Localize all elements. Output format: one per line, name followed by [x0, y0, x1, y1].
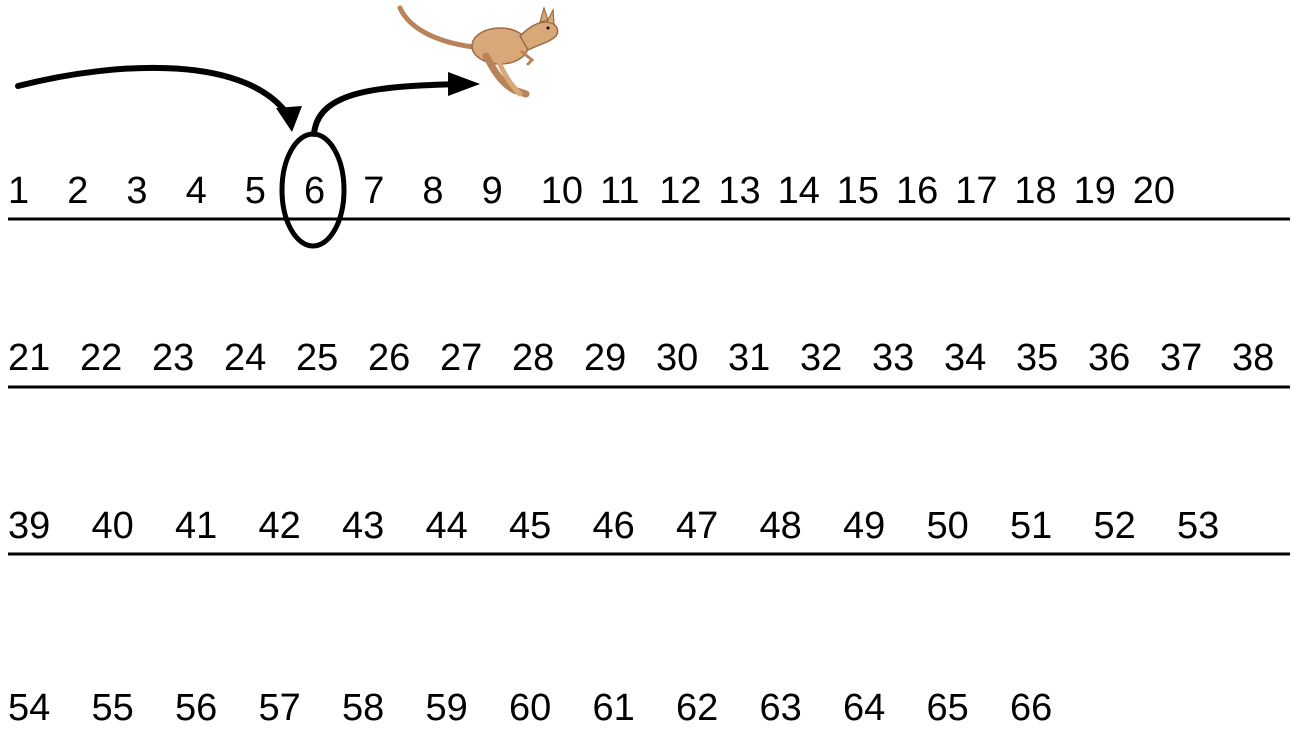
- number-row: 39 40 41 42 43 44 45 46 47 48 49 50 51 52 53: [8, 505, 1290, 556]
- number-label: 65: [927, 687, 969, 729]
- number-label: 26: [368, 337, 410, 379]
- number-label: 55: [92, 687, 134, 729]
- number-label: 66: [1010, 687, 1052, 729]
- number-label: 35: [1016, 337, 1058, 379]
- number-label: 29: [584, 337, 626, 379]
- number-label: 24: [224, 337, 266, 379]
- number-label: 52: [1094, 505, 1136, 547]
- number-label: 17: [955, 170, 997, 212]
- number-label: 33: [872, 337, 914, 379]
- number-label: 12: [659, 170, 701, 212]
- number-label: 47: [676, 505, 718, 547]
- number-label: 48: [760, 505, 802, 547]
- number-label: 22: [80, 337, 122, 379]
- number-label: 3: [126, 170, 147, 212]
- number-label: 10: [541, 170, 583, 212]
- number-label: 38: [1232, 337, 1274, 379]
- number-label: 30: [656, 337, 698, 379]
- number-label: 9: [482, 170, 503, 212]
- number-label: 19: [1074, 170, 1116, 212]
- number-label: 39: [8, 505, 50, 547]
- number-label: 56: [175, 687, 217, 729]
- arrow-out-of-number-icon: [311, 72, 480, 137]
- number-label: 23: [152, 337, 194, 379]
- number-label: 20: [1133, 170, 1175, 212]
- number-label: 5: [245, 170, 266, 212]
- number-label: 28: [512, 337, 554, 379]
- number-label: 14: [778, 170, 820, 212]
- arrow-into-number-icon: [15, 64, 302, 132]
- highlight-ellipse: [279, 131, 347, 249]
- number-label: 31: [728, 337, 770, 379]
- number-label: 2: [67, 170, 88, 212]
- number-label: 44: [426, 505, 468, 547]
- number-label: 54: [8, 687, 50, 729]
- number-label: 60: [509, 687, 551, 729]
- number-row: 21 22 23 24 25 26 27 28 29 30 31 32 33 34 35 36 37 38: [8, 337, 1290, 389]
- number-label: 49: [843, 505, 885, 547]
- number-label: 13: [718, 170, 760, 212]
- number-label: 8: [422, 170, 443, 212]
- number-label: 34: [944, 337, 986, 379]
- number-label: 15: [837, 170, 879, 212]
- number-label: 64: [843, 687, 885, 729]
- number-label: 45: [509, 505, 551, 547]
- number-label: 25: [296, 337, 338, 379]
- number-label: 42: [259, 505, 301, 547]
- number-label: 21: [8, 337, 50, 379]
- number-label: 11: [600, 170, 639, 212]
- number-label: 41: [175, 505, 217, 547]
- number-label: 59: [426, 687, 468, 729]
- number-label: 36: [1088, 337, 1130, 379]
- number-label: 18: [1014, 170, 1056, 212]
- number-label: 62: [676, 687, 718, 729]
- number-row: 54 55 56 57 58 59 60 61 62 63 64 65 66: [8, 687, 1052, 729]
- kangaroo-icon: [397, 5, 559, 98]
- highlighted-number: 6: [304, 170, 325, 212]
- number-label: 61: [593, 687, 635, 729]
- number-label: 37: [1160, 337, 1202, 379]
- number-label: 63: [760, 687, 802, 729]
- number-label: 50: [927, 505, 969, 547]
- number-label: 16: [896, 170, 938, 212]
- number-label: 40: [92, 505, 134, 547]
- number-label: 43: [342, 505, 384, 547]
- number-label: 57: [259, 687, 301, 729]
- number-label: 1: [8, 170, 29, 212]
- number-label: 27: [440, 337, 482, 379]
- number-label: 4: [186, 170, 207, 212]
- number-label: 7: [363, 170, 384, 212]
- number-label: 32: [800, 337, 842, 379]
- number-label: 58: [342, 687, 384, 729]
- number-label: 51: [1010, 505, 1052, 547]
- number-label: 53: [1177, 505, 1219, 547]
- number-label: 46: [593, 505, 635, 547]
